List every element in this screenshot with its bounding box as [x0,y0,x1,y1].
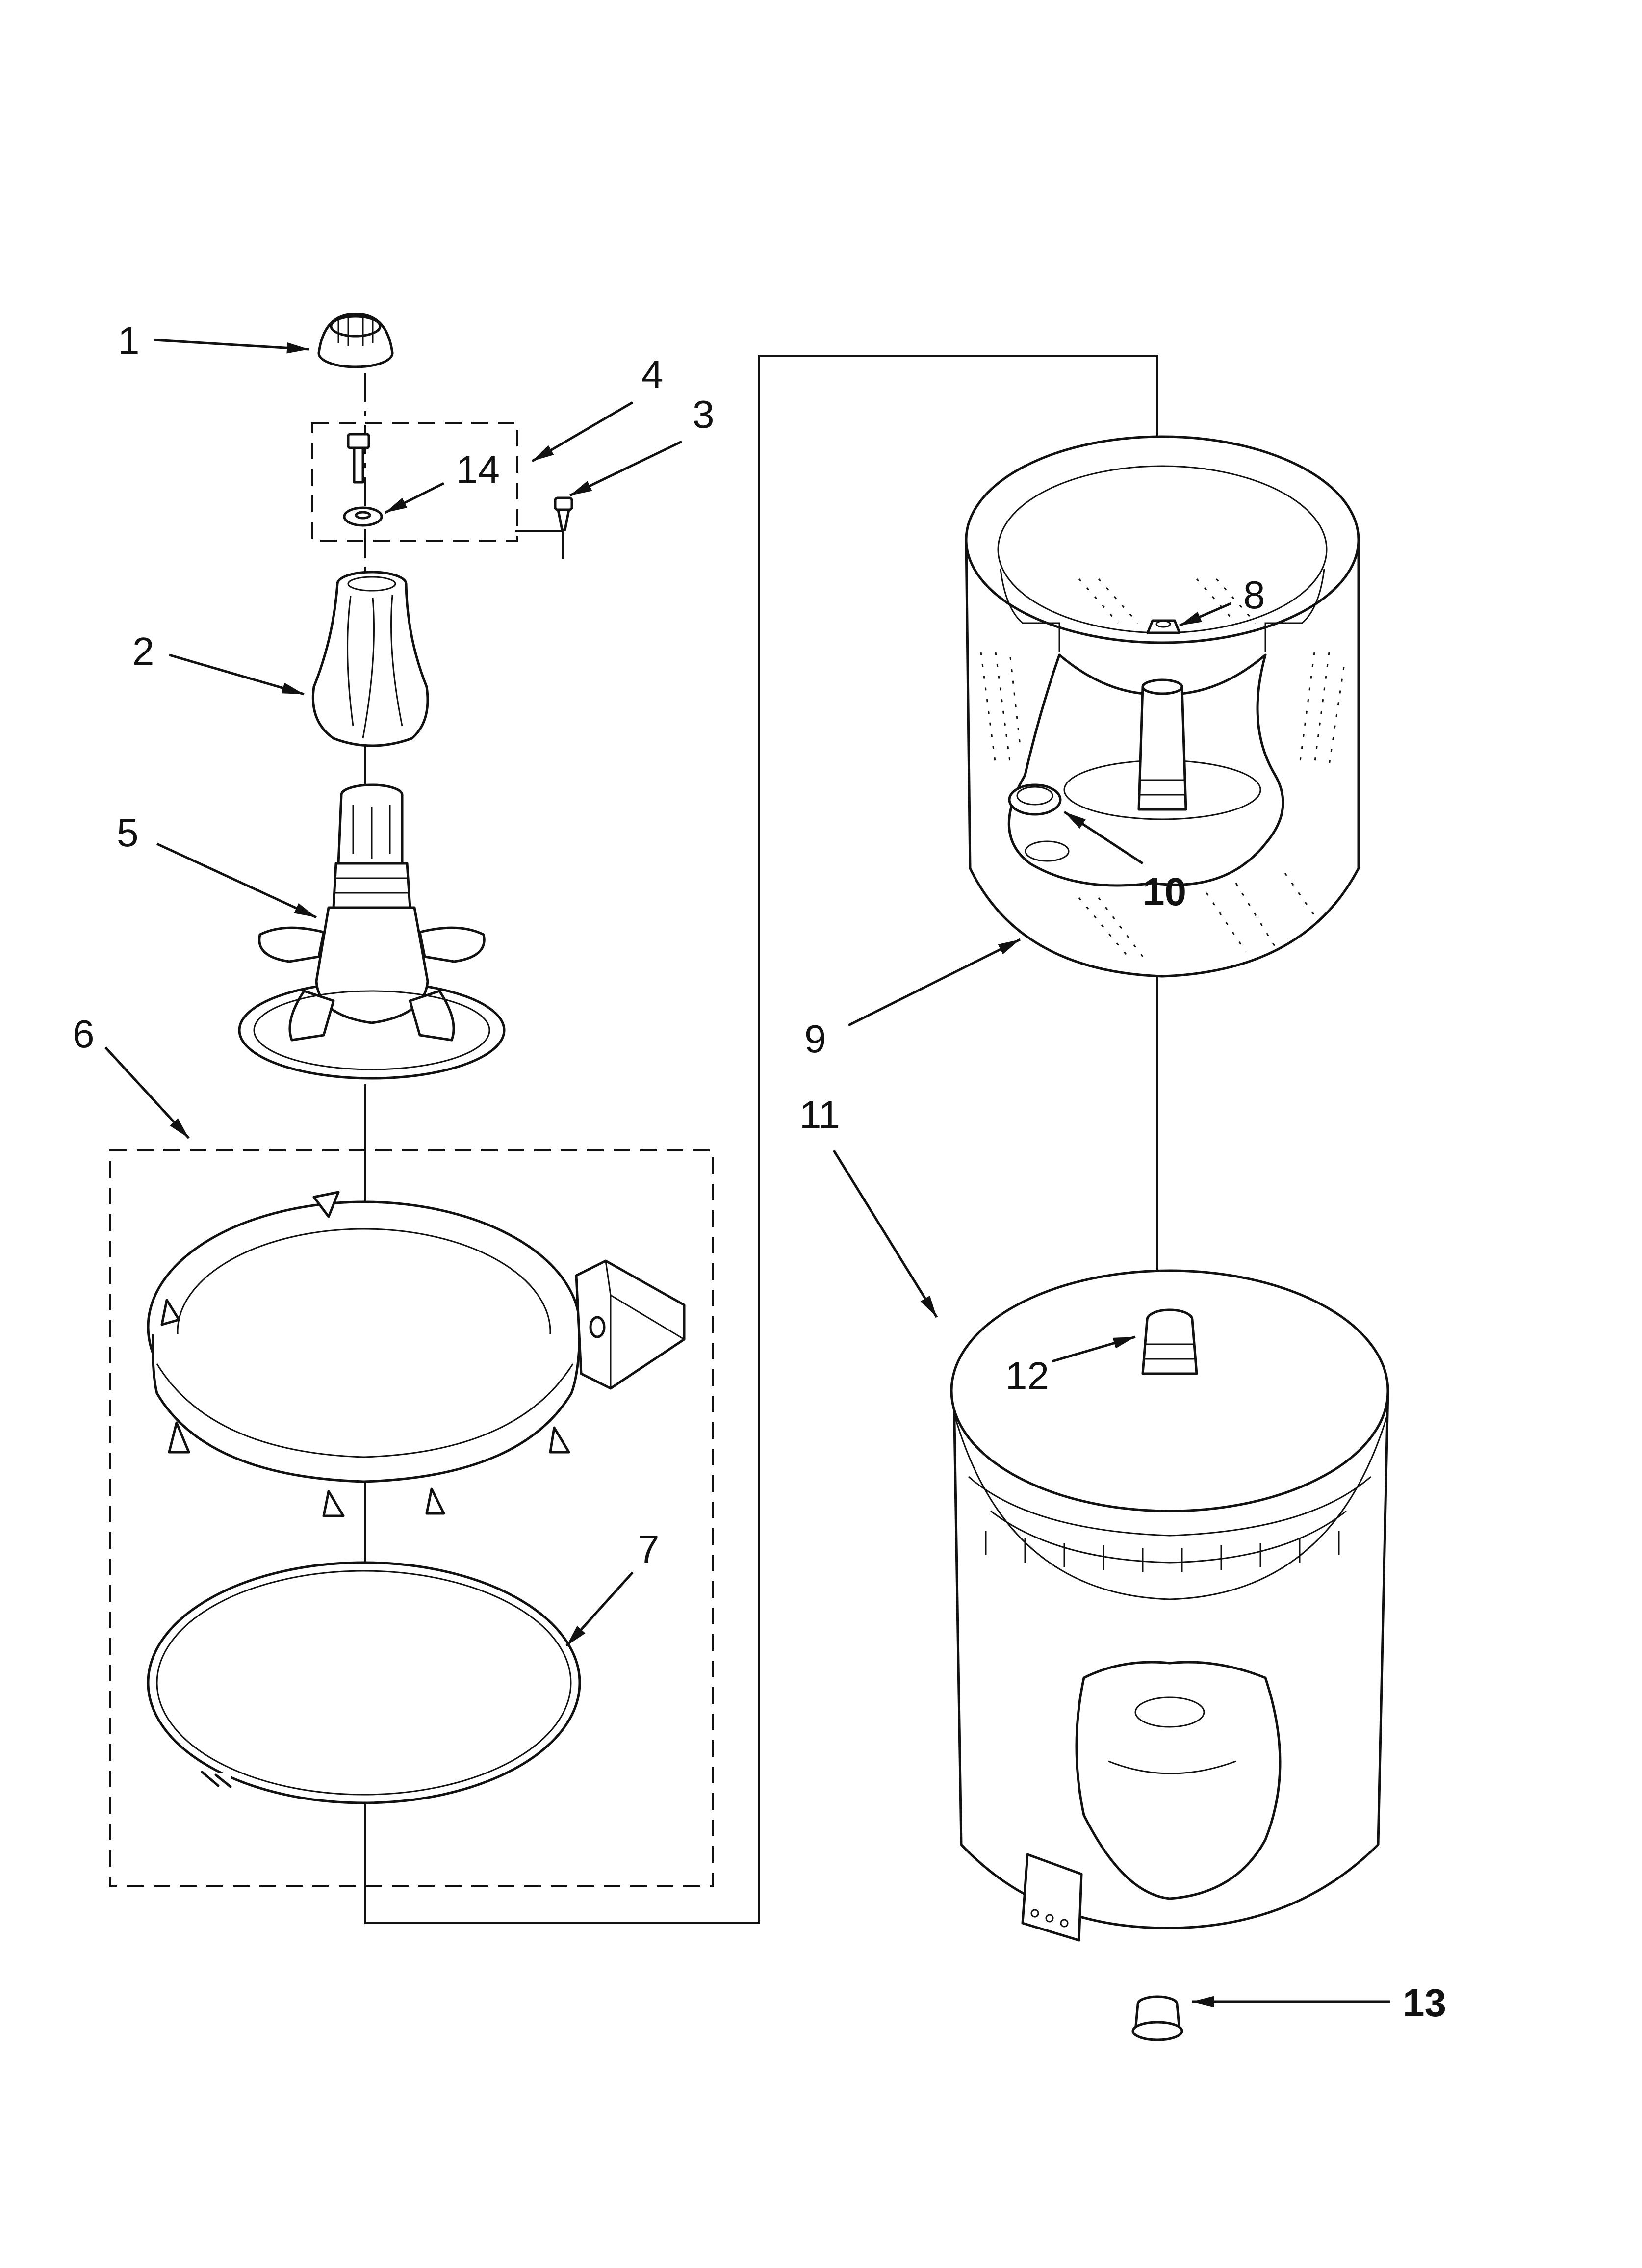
part-11-outer-tub [950,1269,1389,1942]
part-1-agitator-cap [317,313,394,368]
part-2-agitator-cam [311,571,429,747]
callout-14: 14 [456,448,500,492]
callout-arrows [104,339,1390,2007]
callout-13: 13 [1403,1981,1446,2025]
part-13-plug [1131,1995,1183,2041]
basket-perforations [980,578,1345,957]
callout-9: 9 [804,1017,826,1061]
callout-8: 8 [1243,573,1265,617]
part-5-agitator [238,783,506,1080]
part-3-screw [554,496,573,531]
part-4-bolt-kit [311,422,518,542]
callout-12: 12 [1005,1354,1049,1398]
callout-10: 10 [1143,870,1186,913]
callout-4: 4 [641,352,664,396]
part-6-tub-ring-assembly [109,1149,714,1887]
callout-5: 5 [117,811,139,855]
callout-11: 11 [799,1093,840,1137]
callout-1: 1 [118,319,140,363]
callout-6: 6 [73,1012,95,1056]
callout-labels: 1 4 3 14 2 5 6 7 8 10 9 11 12 13 [73,319,1446,2025]
callout-7: 7 [638,1527,660,1571]
callout-3: 3 [693,392,715,436]
part-7-seal-ring [147,1561,581,1804]
callout-2: 2 [132,629,154,673]
